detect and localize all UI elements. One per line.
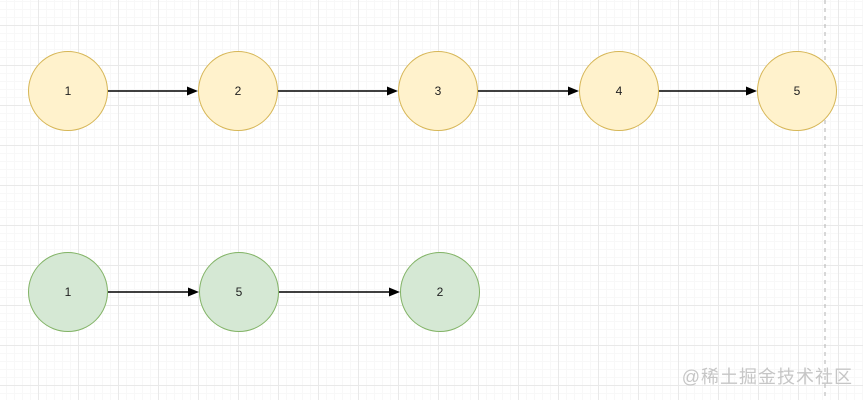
arrow-connector[interactable] <box>108 86 198 96</box>
arrow-connector[interactable] <box>659 86 757 96</box>
list-node[interactable]: 2 <box>198 51 278 131</box>
watermark: @稀土掘金技术社区 <box>681 367 853 387</box>
list-node[interactable]: 4 <box>579 51 659 131</box>
list-node[interactable]: 1 <box>28 252 108 332</box>
arrow-connector[interactable] <box>108 287 199 297</box>
list-node[interactable]: 5 <box>757 51 837 131</box>
arrow-connector[interactable] <box>279 287 400 297</box>
list-node[interactable]: 5 <box>199 252 279 332</box>
list-node[interactable]: 2 <box>400 252 480 332</box>
list-node[interactable]: 3 <box>398 51 478 131</box>
arrow-connector[interactable] <box>278 86 398 96</box>
arrow-connector[interactable] <box>478 86 579 96</box>
list-node[interactable]: 1 <box>28 51 108 131</box>
